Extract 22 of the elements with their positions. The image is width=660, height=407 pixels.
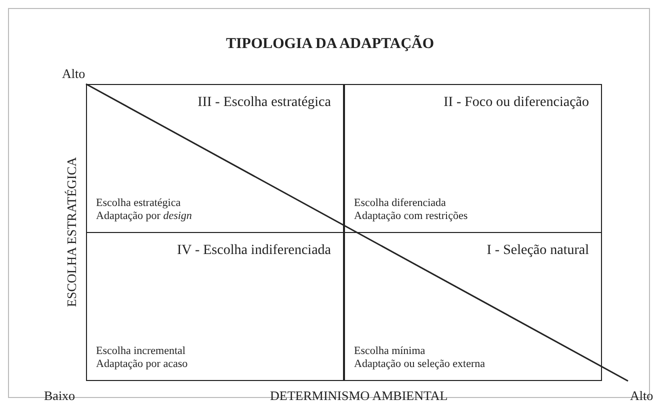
- diagram-title: TIPOLOGIA DA ADAPTAÇÃO: [224, 36, 436, 53]
- quadrant-description: Adaptação por acaso: [96, 358, 188, 370]
- quadrant-description: Adaptação ou seleção externa: [354, 358, 486, 370]
- axis-label: Alto: [630, 388, 654, 404]
- quadrant-description: Adaptação por design: [96, 210, 192, 222]
- quadrant-description: Escolha diferenciada: [354, 197, 446, 209]
- axis-title: ESCOLHA ESTRATÉGICA: [64, 157, 80, 307]
- quadrant-description: Adaptação com restrições: [354, 210, 468, 222]
- quadrant-description: Escolha estratégica: [96, 197, 181, 209]
- quadrant-description: Escolha incremental: [96, 345, 186, 357]
- axis-label: Alto: [62, 66, 86, 82]
- quadrant-heading: II - Foco ou diferenciação: [444, 95, 589, 111]
- quadrant-panel: [86, 232, 344, 381]
- quadrant-heading: III - Escolha estratégica: [198, 95, 331, 111]
- axis-label: Baixo: [44, 388, 76, 404]
- axis-title: DETERMINISMO AMBIENTAL: [270, 388, 448, 404]
- quadrant-heading: I - Seleção natural: [486, 243, 589, 259]
- quadrant-panel: [86, 84, 344, 233]
- quadrant-panel: [344, 232, 602, 381]
- quadrant-panel: [344, 84, 602, 233]
- quadrant-description: Escolha mínima: [354, 345, 426, 357]
- quadrant-heading: IV - Escolha indiferenciada: [176, 243, 331, 259]
